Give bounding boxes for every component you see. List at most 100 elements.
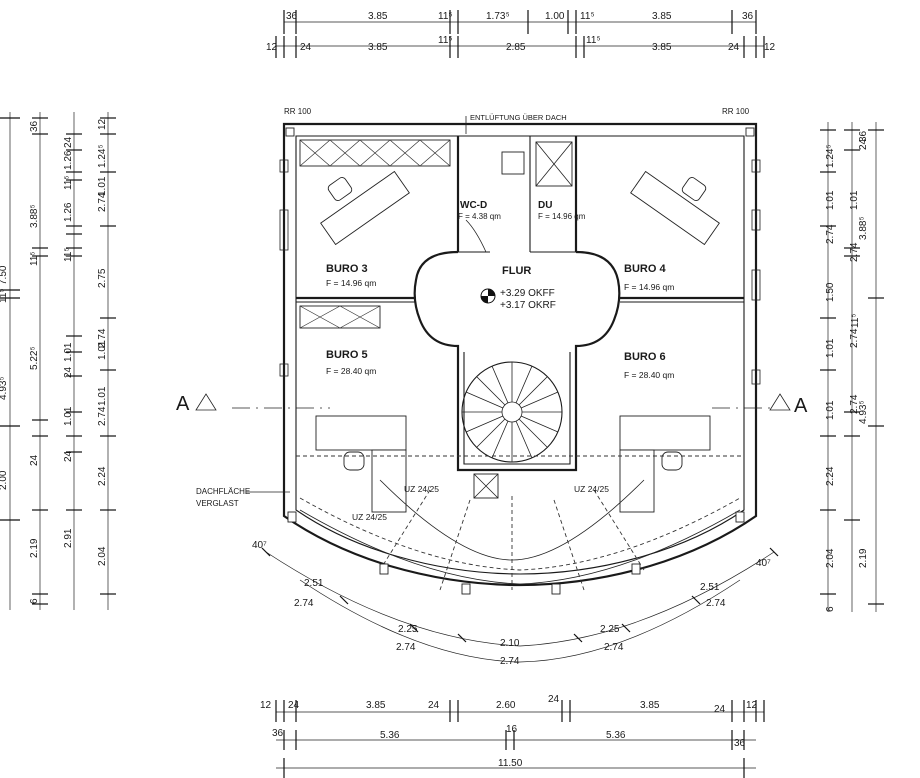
dim-left-a-5: 24: [29, 454, 40, 466]
spiral-staircase: [461, 361, 563, 499]
room-name-buro3: BURO 3: [326, 263, 368, 275]
dim-bottom2-5: 36: [734, 738, 746, 749]
dim-right-a-8: 2.04: [825, 548, 836, 568]
dim-arc-12: 40⁷: [756, 558, 771, 569]
room-area-wc: F = 4.38 qm: [458, 212, 501, 221]
dim-left-c-4: 2.74: [97, 192, 108, 212]
dim-top-8: 36: [742, 11, 754, 22]
dim-arc-3: 2.74: [294, 598, 314, 609]
level-okff: +3.29 OKFF: [500, 288, 555, 299]
wc-fixture: [501, 151, 525, 175]
vent-label: ENTLÜFTUNG ÜBER DACH: [470, 113, 567, 122]
fixtures: [287, 139, 745, 595]
dim-top2-7: 3.85: [652, 42, 672, 53]
dim-left-outer-3: 4.93⁵: [0, 376, 9, 400]
dim-arc-6: 2.10: [500, 638, 520, 649]
dim-arc-5: 2.74: [396, 642, 416, 653]
dim-right-a-1: 1.24⁵: [825, 144, 836, 168]
room-name-buro4: BURO 4: [624, 263, 666, 275]
level-okrf: +3.17 OKRF: [500, 300, 556, 311]
dim-left-a-4: 5.22⁵: [29, 346, 40, 370]
dim-top-2: 3.85: [368, 11, 388, 22]
room-area-buro6: F = 28.40 qm: [624, 370, 674, 380]
dim-bottom2-4: 5.36: [606, 730, 626, 741]
dim-arc-9: 2.74: [604, 642, 624, 653]
dim-left-outer-1: 7.50: [0, 265, 9, 285]
dim-left-b-3: 11⁵: [63, 175, 74, 190]
dim-left-c-8: 1.01: [97, 386, 108, 406]
dim-bottom-1: 12: [260, 700, 272, 711]
room-name-wc: WC-D: [460, 200, 487, 211]
section-label-right: A: [794, 395, 808, 417]
dim-right-a-5: 1.01: [825, 338, 836, 358]
dim-top2-2: 24: [300, 42, 312, 53]
dim-left-c-1: 12: [97, 118, 108, 130]
dim-left-a-2: 3.88⁵: [29, 204, 40, 228]
beam-label-low: UZ 24/25: [352, 512, 387, 522]
dim-arc-7: 2.74: [500, 656, 520, 667]
room-area-buro4: F = 14.96 qm: [624, 282, 674, 292]
dim-right-b-4: 2.74: [849, 394, 860, 414]
dim-left-a-8: 6: [29, 598, 40, 604]
dim-left-b-1: 24: [63, 136, 74, 148]
dim-bottom-5: 2.60: [496, 700, 516, 711]
dim-bottom-7: 3.85: [640, 700, 660, 711]
dim-bottom2-3: 16: [506, 724, 518, 735]
dim-left-c-11: 2.04: [97, 546, 108, 566]
room-area-buro5: F = 28.40 qm: [326, 366, 376, 376]
dim-arc-2: 2.51: [304, 578, 324, 589]
dim-left-b-5: 11⁵: [63, 247, 74, 262]
room-name-buro6: BURO 6: [624, 351, 666, 363]
dim-left-c-6: 1.01: [97, 340, 108, 360]
dim-right-a-4: 1.50: [825, 282, 836, 302]
dim-bottom2-2: 5.36: [380, 730, 400, 741]
beam-label-right: UZ 24/25: [574, 484, 609, 494]
dim-bottom-3: 3.85: [366, 700, 386, 711]
dim-arc-1: 40⁷: [252, 540, 267, 551]
dim-left-b-7: 24: [63, 366, 74, 378]
desk-buro6: [619, 415, 711, 513]
dim-top2-5: 2.85: [506, 42, 526, 53]
room-name-buro5: BURO 5: [326, 349, 368, 361]
dim-left-b-2: 1.26: [63, 150, 74, 170]
dim-bottom-4: 24: [428, 700, 440, 711]
arc-dimension-chains: 40⁷ 2.51 2.74 2.25 2.74 2.10 2.74 2.25 2…: [252, 540, 779, 667]
dim-top2-6: 11⁵: [586, 35, 601, 46]
room-area-du: F = 14.96 qm: [538, 212, 586, 221]
section-label-left: A: [176, 393, 190, 415]
left-dimension-chains: 7.50 11⁵ 4.93⁵ 2.00 36 3.88⁵ 11⁵ 5.22⁵ 2…: [0, 112, 116, 610]
dim-left-a-6: 2.19: [29, 538, 40, 558]
dim-bottom-9: 12: [746, 700, 758, 711]
rr-label-left: RR 100: [284, 107, 312, 116]
dim-top2-9: 12: [764, 42, 776, 53]
dim-top2-4: 11⁵: [438, 35, 453, 46]
room-name-du: DU: [538, 200, 552, 211]
level-marker-icon: [480, 288, 496, 304]
top-dimension-chains: 36 3.85 11⁵ 1.73⁵ 1.00 11⁵ 3.85 36 12 24…: [266, 10, 776, 58]
dim-left-b-6: 1.01: [63, 342, 74, 362]
wc-door-swing: [465, 219, 487, 253]
section-markers: [195, 393, 791, 411]
room-name-flur: FLUR: [502, 265, 531, 277]
dim-left-c-3: 1.01: [97, 176, 108, 196]
right-dimension-chains: 1.24⁵ 1.01 2.74 1.50 1.01 1.01 2.24 2.04…: [820, 122, 884, 612]
dim-left-outer-4: 2.00: [0, 470, 9, 490]
dim-right-a-3: 2.74: [825, 224, 836, 244]
dim-right-c-6: 36: [858, 130, 869, 142]
dim-left-c-2: 1.24⁵: [97, 144, 108, 168]
plan-labels: RR 100 RR 100 ENTLÜFTUNG ÜBER DACH BURO …: [176, 107, 808, 522]
room-area-buro3: F = 14.96 qm: [326, 278, 376, 288]
dim-arc-10: 2.51: [700, 582, 720, 593]
dim-right-a-9: 6: [825, 606, 836, 612]
dim-top2-1: 12: [266, 42, 278, 53]
dim-arc-11: 2.74: [706, 598, 726, 609]
dim-top-7: 3.85: [652, 11, 672, 22]
dim-left-b-8: 1.01: [63, 406, 74, 426]
dim-bottom2-1: 36: [272, 728, 284, 739]
dim-top2-8: 24: [728, 42, 740, 53]
roof-label-line2: VERGLAST: [196, 499, 239, 508]
dim-arc-4: 2.25: [398, 624, 418, 635]
dim-top-3: 11⁵: [438, 11, 453, 22]
dim-bottom-2: 24: [288, 700, 300, 711]
bottom-dimension-chains: 12 24 3.85 24 2.60 24 3.85 24 12 36 5.36…: [260, 694, 765, 778]
